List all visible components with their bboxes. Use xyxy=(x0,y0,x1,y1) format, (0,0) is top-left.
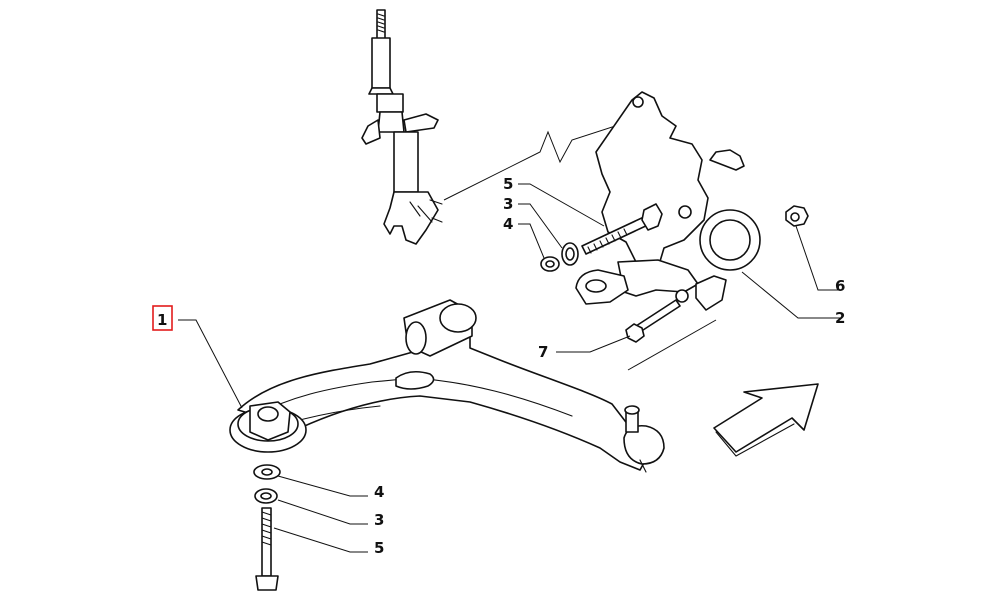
upper-flat-washer xyxy=(540,256,560,272)
upper-spring-washer xyxy=(561,242,579,266)
callout-5-top: 5 xyxy=(503,175,513,193)
callout-2: 2 xyxy=(835,309,845,327)
callout-3-top: 3 xyxy=(503,195,513,213)
lower-knuckle-bolt xyxy=(625,299,681,343)
ball-joint xyxy=(623,405,665,473)
control-arm xyxy=(229,299,665,473)
callout-1: 1 xyxy=(157,311,167,329)
lower-flat-washer xyxy=(253,464,281,480)
callout-3-bottom: 3 xyxy=(374,511,384,529)
callout-4-bottom: 4 xyxy=(374,483,384,501)
lower-spring-washer xyxy=(254,488,278,504)
direction-arrow-icon xyxy=(713,383,819,457)
rear-bushing xyxy=(403,299,477,357)
lower-bolt xyxy=(255,507,279,591)
callout-4-top: 4 xyxy=(503,215,513,233)
nut xyxy=(785,205,809,227)
upper-bolt xyxy=(581,203,663,255)
callout-5-bottom: 5 xyxy=(374,539,384,557)
leader-lines xyxy=(178,183,840,553)
callouts: 1 2 6 5 3 4 7 4 3 5 xyxy=(152,175,845,557)
front-bushing xyxy=(229,401,307,453)
callout-6: 6 xyxy=(835,277,845,295)
callout-7: 7 xyxy=(538,343,548,361)
break-line xyxy=(443,117,641,201)
steering-knuckle xyxy=(575,91,761,311)
callout-1-highlight xyxy=(152,305,173,331)
shock-absorber xyxy=(361,9,443,245)
